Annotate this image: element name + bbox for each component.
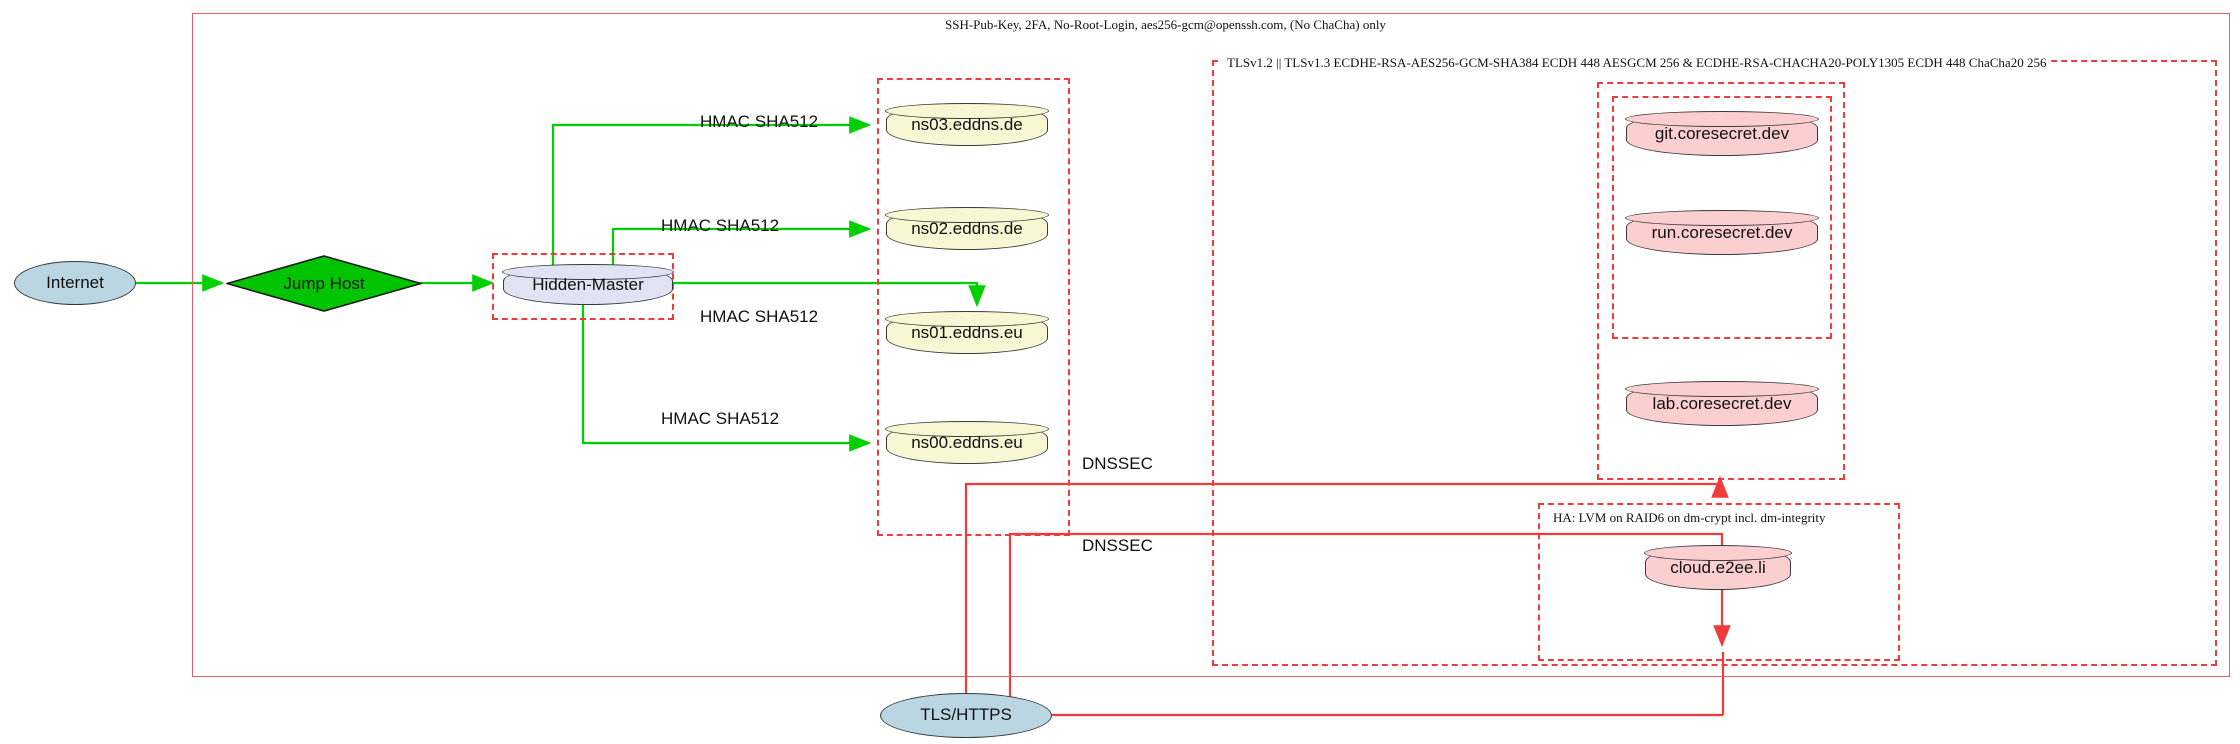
node-internet[interactable]: Internet: [14, 261, 136, 305]
node-ns03-label: ns03.eddns.de: [911, 114, 1023, 134]
node-jump-host[interactable]: Jump Host: [226, 255, 422, 312]
node-ns03[interactable]: ns03.eddns.de: [885, 103, 1049, 146]
node-cloud-e2ee-label: cloud.e2ee.li: [1670, 557, 1766, 577]
node-cloud-e2ee[interactable]: cloud.e2ee.li: [1644, 545, 1792, 590]
edge-label-hmac-ns03: HMAC SHA512: [700, 112, 819, 131]
node-ns02[interactable]: ns02.eddns.de: [885, 207, 1049, 250]
node-ns01[interactable]: ns01.eddns.eu: [885, 311, 1049, 354]
node-jump-host-label: Jump Host: [283, 273, 365, 293]
edge-label-hmac-ns02: HMAC SHA512: [661, 216, 780, 235]
node-tls-https-label: TLS/HTTPS: [920, 705, 1012, 725]
node-git-coresecret[interactable]: git.coresecret.dev: [1625, 111, 1819, 156]
ha-boundary-box: [1538, 503, 1900, 661]
hidden-master-zone-box: [492, 253, 674, 320]
dns-zone-box: [877, 78, 1070, 536]
ssh-boundary-box: [192, 13, 2230, 677]
edge-label-dnssec-upper: DNSSEC: [1082, 454, 1153, 473]
ssh-boundary-label: SSH-Pub-Key, 2FA, No-Root-Login, aes256-…: [940, 18, 1391, 32]
node-ns01-label: ns01.eddns.eu: [911, 322, 1023, 342]
tls-boundary-label: TLSv1.2 || TLSv1.3 ECDHE-RSA-AES256-GCM-…: [1222, 56, 2052, 70]
coresecret-outer-zone-box: [1597, 82, 1845, 480]
node-ns00[interactable]: ns00.eddns.eu: [885, 421, 1049, 464]
node-lab-coresecret-label: lab.coresecret.dev: [1652, 393, 1792, 413]
edge-label-dnssec-lower: DNSSEC: [1082, 536, 1153, 555]
node-run-coresecret-label: run.coresecret.dev: [1651, 222, 1793, 242]
node-internet-label: Internet: [46, 272, 104, 292]
edge-label-hmac-ns01: HMAC SHA512: [700, 307, 819, 326]
node-git-coresecret-label: git.coresecret.dev: [1654, 123, 1790, 143]
node-ns02-label: ns02.eddns.de: [911, 218, 1023, 238]
diamond-shape: [226, 255, 422, 312]
node-tls-https[interactable]: TLS/HTTPS: [880, 693, 1052, 738]
node-ns00-label: ns00.eddns.eu: [911, 432, 1023, 452]
edge-label-hmac-ns00: HMAC SHA512: [661, 409, 780, 428]
coresecret-inner-zone-box: [1612, 96, 1832, 339]
ha-boundary-label: HA: LVM on RAID6 on dm-crypt incl. dm-in…: [1548, 511, 1831, 525]
node-run-coresecret[interactable]: run.coresecret.dev: [1625, 210, 1819, 255]
node-hidden-master-label: Hidden-Master: [532, 274, 644, 294]
node-lab-coresecret[interactable]: lab.coresecret.dev: [1625, 381, 1819, 426]
node-hidden-master[interactable]: Hidden-Master: [502, 264, 674, 305]
